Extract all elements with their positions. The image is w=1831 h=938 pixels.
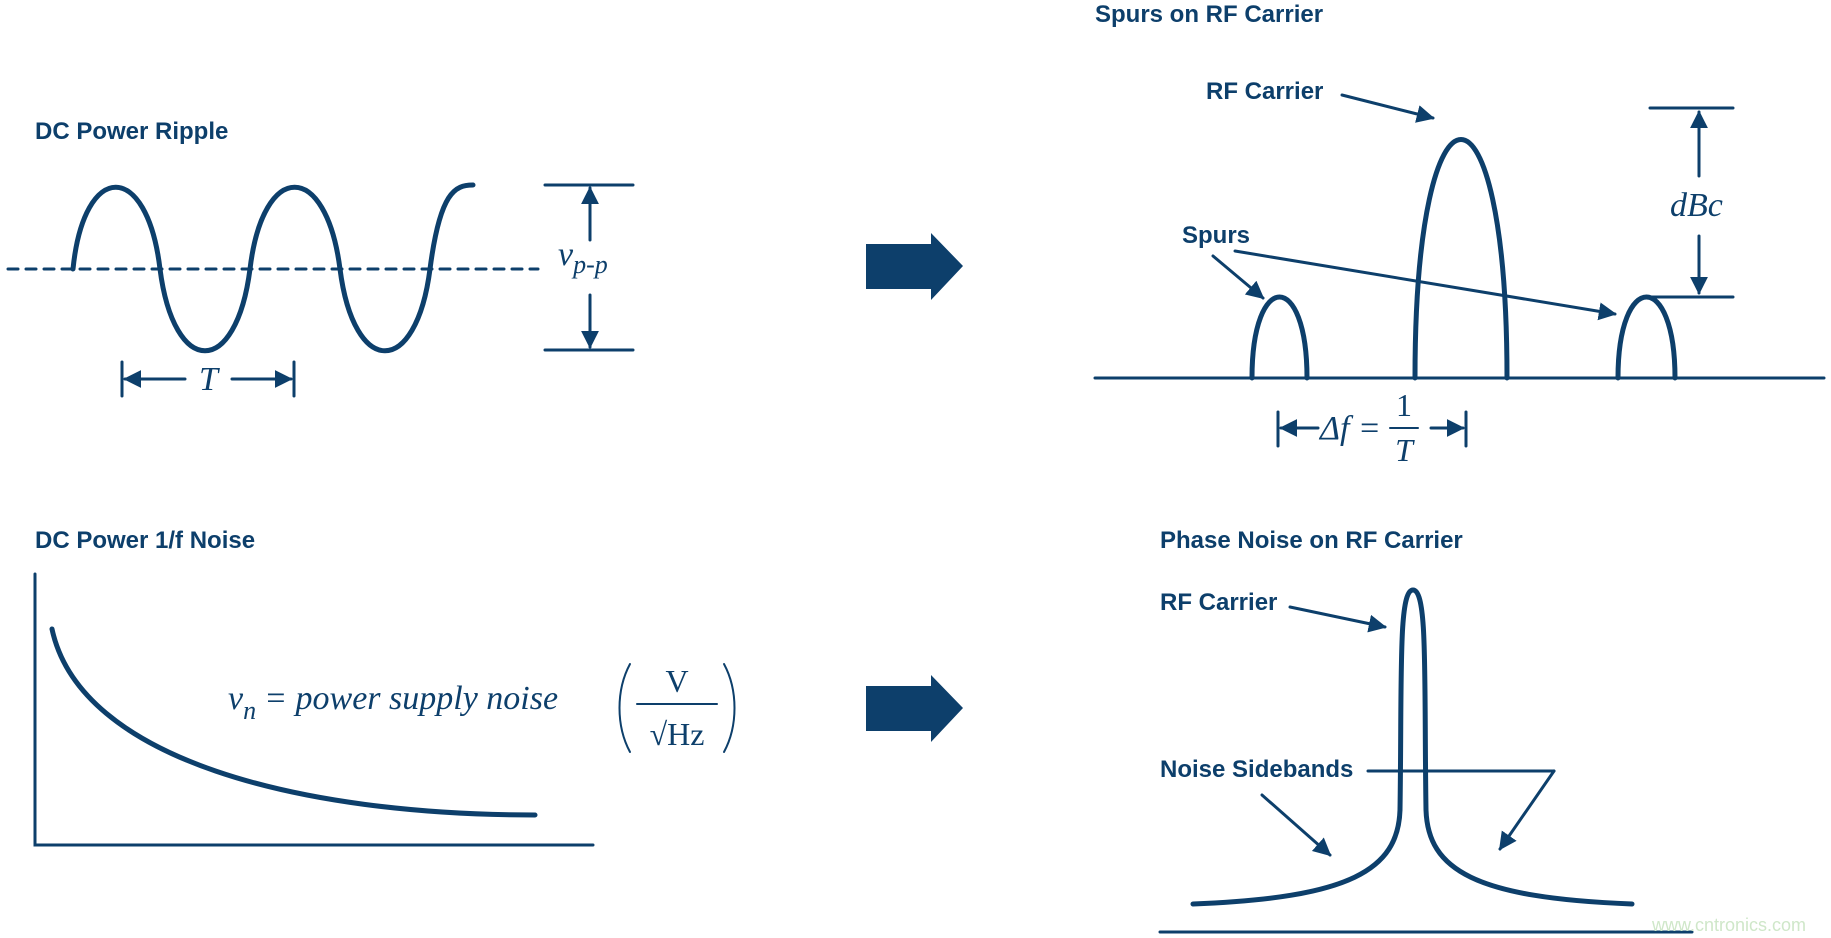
noise-title: DC Power 1/f Noise <box>35 527 255 554</box>
rf-carrier-peak <box>1412 137 1510 381</box>
unit-numerator: V <box>665 663 688 699</box>
ripple-sine-wave <box>70 182 476 353</box>
watermark: www.cntronics.com <box>1651 915 1806 935</box>
noise-axes <box>33 572 595 847</box>
right-arrow-icon <box>866 675 963 742</box>
spacing-lhs: Δf = <box>1318 410 1381 447</box>
spur-left <box>1249 294 1310 381</box>
spurs-carrier-label: RF Carrier <box>1206 78 1323 105</box>
sidebands-label: Noise Sidebands <box>1160 756 1353 783</box>
phase-noise-carrier <box>1190 587 1635 907</box>
one-over-f-curve <box>49 626 538 818</box>
ripple-amplitude-label: vp-p <box>558 236 608 279</box>
phase-carrier-label: RF Carrier <box>1160 589 1277 616</box>
sideband-right-pointer-arrow <box>1498 769 1556 851</box>
spur-right <box>1615 294 1678 381</box>
carrier-pointer-arrow <box>1340 93 1435 123</box>
spur-right-pointer-arrow <box>1233 249 1617 321</box>
spurs-label: Spurs <box>1182 222 1250 249</box>
spacing-numerator: 1 <box>1396 387 1412 423</box>
phase-carrier-pointer-arrow <box>1288 605 1387 633</box>
ripple-title: DC Power Ripple <box>35 118 228 145</box>
period-label: T <box>199 361 220 398</box>
unit-right-paren <box>723 663 736 753</box>
phase-title: Phase Noise on RF Carrier <box>1160 527 1463 554</box>
right-arrow-icon <box>866 233 963 300</box>
dbc-label: dBc <box>1670 187 1723 224</box>
spurs-title: Spurs on RF Carrier <box>1095 1 1323 28</box>
spur-left-pointer-arrow <box>1211 254 1265 300</box>
spacing-denominator: T <box>1395 432 1415 468</box>
noise-equation: vn= power supply noise <box>228 680 558 725</box>
unit-left-paren <box>618 663 631 753</box>
unit-denominator: √Hz <box>650 716 705 752</box>
sideband-left-pointer-arrow <box>1260 793 1332 857</box>
